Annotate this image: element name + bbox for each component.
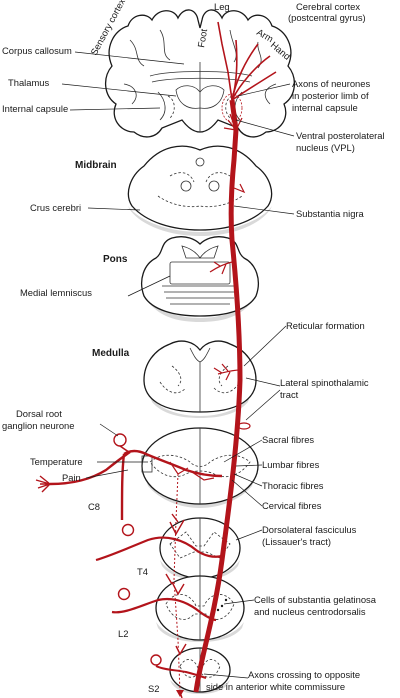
label-temperature: Temperature bbox=[30, 456, 83, 467]
label-axons-2: in posterior limb of bbox=[292, 90, 369, 101]
spinothalamic-pathway bbox=[35, 21, 277, 698]
label-dorsolateral-fasciculus-2: (Lissauer's tract) bbox=[262, 536, 331, 547]
label-lumbar-fibres: Lumbar fibres bbox=[262, 459, 320, 470]
spinal-section-l2 bbox=[155, 575, 245, 642]
label-dorsal-root-2: ganglion neurone bbox=[2, 420, 74, 431]
label-thalamus: Thalamus bbox=[8, 77, 49, 88]
label-axons-crossing-1: Axons crossing to opposite bbox=[248, 669, 360, 680]
label-leg: Leg bbox=[214, 1, 230, 12]
label-midbrain: Midbrain bbox=[75, 160, 117, 171]
label-lateral-spinothalamic-1: Lateral spinothalamic bbox=[280, 377, 369, 388]
label-sacral-fibres: Sacral fibres bbox=[262, 434, 314, 445]
cerebrum-section bbox=[105, 9, 295, 138]
label-internal-capsule: Internal capsule bbox=[2, 103, 68, 114]
label-substantia-gelatinosa-1: Cells of substantia gelatinosa bbox=[254, 594, 377, 605]
label-t4: T4 bbox=[137, 566, 148, 577]
label-pons: Pons bbox=[103, 254, 128, 265]
label-cervical-fibres: Cervical fibres bbox=[262, 500, 322, 511]
label-postcentral-gyrus: (postcentral gyrus) bbox=[288, 12, 366, 23]
label-medial-lemniscus: Medial lemniscus bbox=[20, 287, 92, 298]
label-vpl-1: Ventral posterolateral bbox=[296, 130, 385, 141]
pons-section bbox=[141, 236, 259, 322]
label-lateral-spinothalamic-2: tract bbox=[280, 389, 299, 400]
label-cerebral-cortex: Cerebral cortex bbox=[296, 1, 360, 12]
label-s2: S2 bbox=[148, 683, 159, 694]
label-reticular-formation: Reticular formation bbox=[286, 320, 365, 331]
label-corpus-callosum: Corpus callosum bbox=[2, 45, 72, 56]
label-thoracic-fibres: Thoracic fibres bbox=[262, 480, 324, 491]
label-vpl-2: nucleus (VPL) bbox=[296, 142, 355, 153]
label-axons-1: Axons of neurones bbox=[292, 78, 370, 89]
label-c8: C8 bbox=[88, 501, 100, 512]
midbrain-section bbox=[127, 145, 273, 236]
label-axons-3: internal capsule bbox=[292, 102, 358, 113]
label-dorsolateral-fasciculus-1: Dorsolateral fasciculus bbox=[262, 524, 357, 535]
label-medulla: Medulla bbox=[92, 348, 130, 359]
label-l2: L2 bbox=[118, 628, 128, 639]
leader-lines bbox=[61, 51, 295, 679]
label-dorsal-root-1: Dorsal root bbox=[16, 408, 62, 419]
spinal-section-c8 bbox=[141, 427, 259, 508]
label-foot: Foot bbox=[195, 28, 209, 49]
label-substantia-gelatinosa-2: and nucleus centrodorsalis bbox=[254, 606, 366, 617]
label-pain: Pain bbox=[62, 472, 81, 483]
label-crus-cerebri: Crus cerebri bbox=[30, 202, 81, 213]
label-substantia-nigra: Substantia nigra bbox=[296, 208, 365, 219]
label-axons-crossing-2: side in anterior white commissure bbox=[206, 681, 345, 692]
